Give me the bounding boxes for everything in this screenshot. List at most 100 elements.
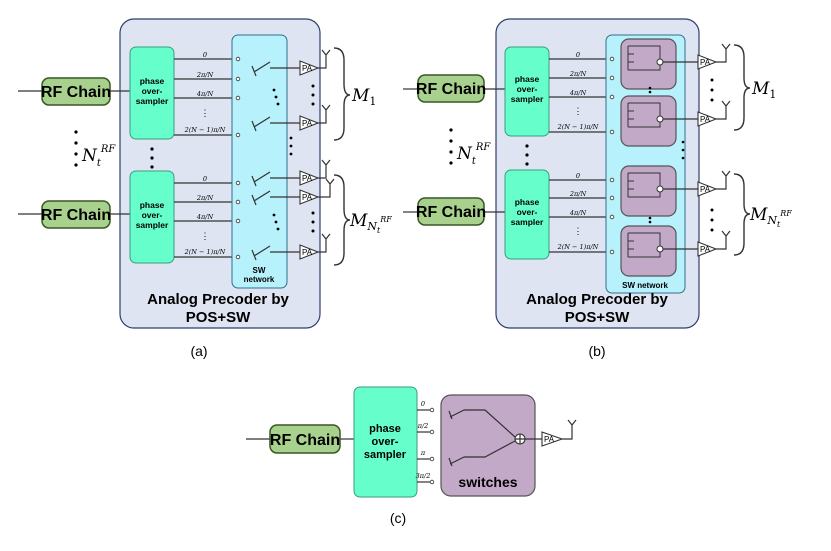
sw-network-a <box>231 34 288 289</box>
pos-label: phase <box>140 76 165 86</box>
phase-label: 3π/2 <box>416 472 431 480</box>
switches-box-c <box>440 394 536 497</box>
pos-label: phase <box>515 197 540 207</box>
pos-label: phase <box>140 200 165 210</box>
switch-symbols-c <box>448 409 542 467</box>
pa-label: PA <box>700 58 711 67</box>
rf-chain-b-2 <box>417 197 485 226</box>
pa-label: PA <box>302 248 313 257</box>
pa-label: PA <box>700 115 711 124</box>
phase-label: 0 <box>576 172 580 180</box>
phase-vdots: ⋮ <box>574 107 583 117</box>
m1-label-a: M1 <box>351 86 376 108</box>
pos-label: phase <box>515 74 540 84</box>
mn-label-a: MNtRF <box>349 211 392 235</box>
caption-a: (a) <box>190 343 207 359</box>
pa-label: PA <box>302 174 313 183</box>
precoder-label-b: Analog Precoder by <box>526 291 668 308</box>
phase-label: 4π/N <box>569 89 587 97</box>
panel-b: RF Chain RF Chain phase over- sampler ph… <box>403 18 792 359</box>
phase-vdots: ⋮ <box>201 109 210 119</box>
rf-chain-label: RF Chain <box>41 207 111 224</box>
sw-network-label: network <box>244 275 275 284</box>
subswitch-boxes-b <box>620 38 677 277</box>
panel-a: RF Chain RF Chain phase over- sampler ph… <box>18 18 392 359</box>
nt-rf-label-b: NtRF <box>456 142 491 167</box>
rf-chain-label: RF Chain <box>270 432 340 449</box>
brace-mn-a <box>333 174 351 266</box>
precoder-label-a: POS+SW <box>186 309 251 326</box>
pa-label: PA <box>544 435 555 444</box>
pos-label: over- <box>142 210 163 220</box>
pos-label: phase <box>369 423 401 435</box>
pos-label: sampler <box>364 449 407 461</box>
phase-label: 2(N − 1)π/N <box>184 126 226 134</box>
phase-oversampler-b-1 <box>504 46 550 137</box>
pa-label: PA <box>700 185 711 194</box>
phase-label: π/2 <box>417 422 429 430</box>
phase-label: 0 <box>203 51 207 59</box>
phase-label: 4π/N <box>569 209 587 217</box>
brace-m1-b <box>733 44 751 131</box>
phase-label: 0 <box>203 175 207 183</box>
switch-symbols-a <box>251 61 300 261</box>
sw-network-label: SW network <box>622 281 668 290</box>
rf-chain-label: RF Chain <box>41 84 111 101</box>
pa-group-a <box>299 60 320 260</box>
pos-label: sampler <box>511 94 544 104</box>
phase-oversampler-c <box>353 386 418 498</box>
phase-label: 2π/N <box>196 71 214 79</box>
rf-chain-b-1 <box>417 74 485 103</box>
rf-chain-c <box>269 424 341 454</box>
phase-label: 2(N − 1)π/N <box>184 248 226 256</box>
pos-label: over- <box>517 84 538 94</box>
phase-label: 2(N − 1)π/N <box>557 123 599 131</box>
rf-chain-label: RF Chain <box>416 204 486 221</box>
m1-label-b: M1 <box>751 79 776 101</box>
phase-label: 4π/N <box>196 90 214 98</box>
brace-m1-a <box>333 47 351 141</box>
sw-network-label: SW <box>253 266 266 275</box>
phase-label: 4π/N <box>196 213 214 221</box>
phase-label: 0 <box>421 400 425 408</box>
phase-vdots: ⋮ <box>574 227 583 237</box>
pos-label: over- <box>517 207 538 217</box>
phase-label: 2π/N <box>569 70 587 78</box>
precoder-label-b: POS+SW <box>565 309 630 326</box>
pa-label: PA <box>302 119 313 128</box>
caption-b: (b) <box>588 343 605 359</box>
pa-c <box>541 431 564 447</box>
phase-label: 2π/N <box>569 190 587 198</box>
phase-oversampler-a-2 <box>129 170 175 264</box>
nt-rf-label-a: NtRF <box>81 144 116 169</box>
phase-label: 2(N − 1)π/N <box>557 243 599 251</box>
phase-vdots: ⋮ <box>201 232 210 242</box>
pa-label: PA <box>302 64 313 73</box>
brace-mn-b <box>733 173 751 256</box>
phase-label: 2π/N <box>196 194 214 202</box>
phase-label: π <box>420 449 426 457</box>
pos-label: over- <box>372 436 399 448</box>
precoder-label-a: Analog Precoder by <box>147 291 289 308</box>
phase-oversampler-a-1 <box>129 46 175 140</box>
rf-chain-label: RF Chain <box>416 81 486 98</box>
pos-label: sampler <box>136 220 169 230</box>
antenna-icon-c <box>562 419 577 440</box>
phase-oversampler-b-2 <box>504 169 550 260</box>
rf-chain-a-2 <box>41 200 111 229</box>
mn-label-b: MNtRF <box>749 205 792 229</box>
pa-label: PA <box>700 245 711 254</box>
switches-label: switches <box>458 474 517 490</box>
antenna-icons-b <box>716 43 731 250</box>
antenna-icons-a <box>318 49 335 253</box>
pa-label: PA <box>302 193 313 202</box>
panel-c: RF Chain phase over- sampler 0 π/2 π 3π/… <box>246 386 577 526</box>
rf-chain-a-1 <box>41 77 111 106</box>
caption-c: (c) <box>390 510 406 526</box>
phase-label: 0 <box>576 51 580 59</box>
pos-label: over- <box>142 86 163 96</box>
pos-label: sampler <box>511 217 544 227</box>
pos-label: sampler <box>136 96 169 106</box>
pa-group-b <box>697 54 718 257</box>
